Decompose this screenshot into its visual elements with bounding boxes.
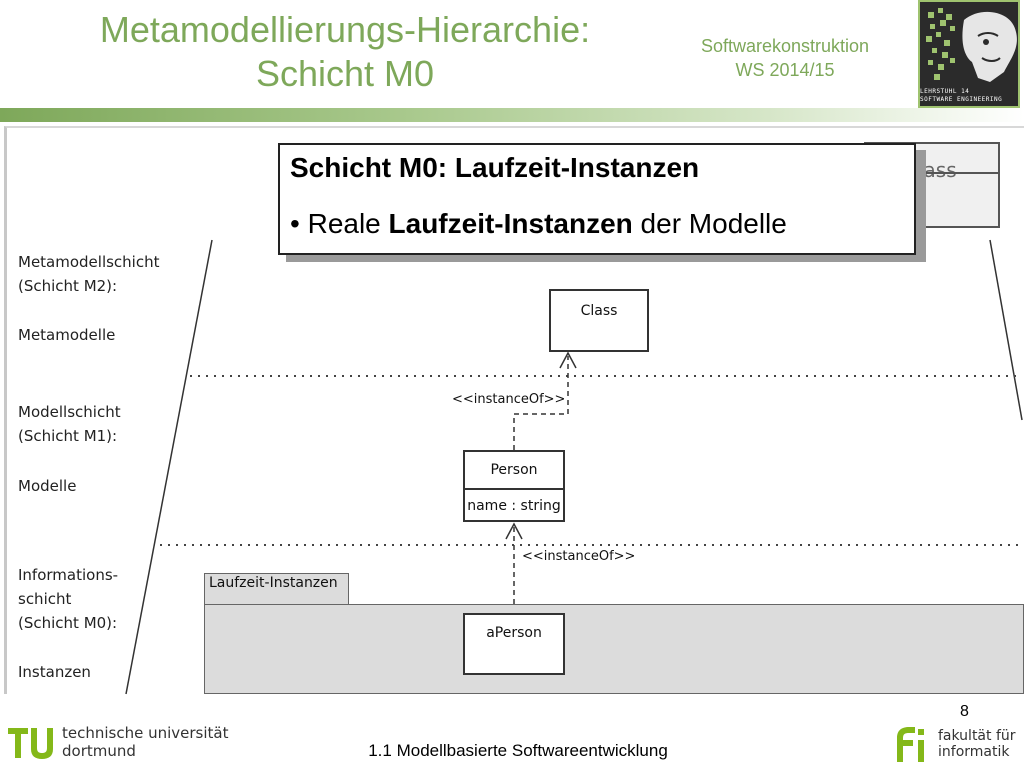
footer-section-title: 1.1 Modellbasierte Softwareentwicklung: [368, 741, 668, 760]
content-frame: [4, 126, 1024, 694]
callout-box: [278, 143, 916, 255]
instanceof-label-2: <<instanceOf>>: [522, 549, 636, 564]
callout-bullet: • Reale Laufzeit-Instanzen der Modelle: [290, 208, 787, 240]
fi-name-line1: fakultät für: [938, 728, 1016, 744]
instanceof-label-1: <<instanceOf>>: [452, 392, 566, 407]
callout-bullet-bold: Laufzeit-Instanzen: [388, 208, 633, 239]
layer-m0-desc: Instanzen: [18, 663, 91, 681]
chair-logo: [918, 0, 1020, 108]
chair-logo-line2: SOFTWARE ENGINEERING: [920, 96, 1003, 103]
arrowhead-person: [505, 522, 523, 540]
callout-title: Schicht M0: Laufzeit-Instanzen: [290, 152, 700, 183]
layer-m2-subtitle: (Schicht M2):: [18, 277, 118, 295]
uml-person-attribute: name : string: [467, 498, 561, 514]
uml-person-separator: [465, 488, 563, 490]
course-name: Softwarekonstruktion: [700, 36, 870, 56]
callout-bullet-pre: Reale: [307, 208, 389, 239]
uml-person-box: Person name : string: [463, 450, 565, 522]
runtime-instances-tab: [204, 573, 349, 604]
callout-bullet-post: der Modelle: [632, 208, 787, 239]
uml-aperson-box: aPerson: [463, 613, 565, 675]
arrowhead-class: [559, 351, 577, 369]
tu-name-line1: technische universität: [62, 724, 229, 742]
slide-title: Metamodellierungs-Hierarchie: Schicht M0: [40, 8, 650, 96]
left-boundary-line: [125, 239, 213, 695]
layer-m0-title: Informations-: [18, 566, 119, 584]
course-semester: WS 2014/15: [735, 60, 835, 80]
right-boundary-line: [989, 239, 1023, 421]
header-divider-bar: [0, 108, 1024, 122]
tu-logo-icon: [8, 728, 53, 759]
uml-class-box: Class: [549, 289, 649, 352]
layer-m1-label: Modellschicht (Schicht M1):: [18, 400, 121, 448]
chair-logo-line1: LEHRSTUHL 14: [920, 88, 970, 95]
layer-m2-desc: Metamodelle: [18, 326, 116, 344]
layer-m0-title-cont: schicht: [18, 590, 72, 608]
runtime-instances-package: [204, 604, 1024, 694]
ghost-class-separator: [864, 172, 1000, 174]
instanceof-arrow-person-class: [513, 356, 569, 450]
chair-logo-text: LEHRSTUHL 14 SOFTWARE ENGINEERING: [920, 88, 1018, 104]
slide-title-line2: Schicht M0: [255, 53, 435, 94]
layer-m2-label: Metamodellschicht (Schicht M2):: [18, 250, 160, 298]
course-info: Softwarekonstruktion WS 2014/15: [660, 34, 910, 82]
slide-title-line1: Metamodellierungs-Hierarchie:: [99, 9, 591, 50]
tu-name: technische universität dortmund: [62, 724, 229, 760]
fi-name-line2: informatik: [938, 744, 1010, 760]
layer-m0-label: Informations- schicht (Schicht M0):: [18, 563, 118, 635]
layer-m0-subtitle: (Schicht M0):: [18, 614, 118, 632]
layer-m1-subtitle: (Schicht M1):: [18, 427, 118, 445]
chair-logo-icon: [920, 2, 1018, 92]
uml-class-label: Class: [580, 303, 618, 319]
runtime-instances-label: Laufzeit-Instanzen: [209, 575, 338, 591]
layer-m1-title: Modellschicht: [18, 403, 121, 421]
layer-m1-desc: Modelle: [18, 477, 77, 495]
uml-person-name: Person: [490, 462, 538, 478]
tu-name-line2: dortmund: [62, 742, 136, 760]
fi-logo-icon: [897, 727, 924, 762]
page-number: 8: [960, 703, 969, 720]
bullet-icon: •: [290, 208, 308, 239]
fi-name: fakultät für informatik: [938, 728, 1016, 760]
uml-aperson-label: aPerson: [486, 625, 542, 641]
layer-m2-title: Metamodellschicht: [18, 253, 160, 271]
